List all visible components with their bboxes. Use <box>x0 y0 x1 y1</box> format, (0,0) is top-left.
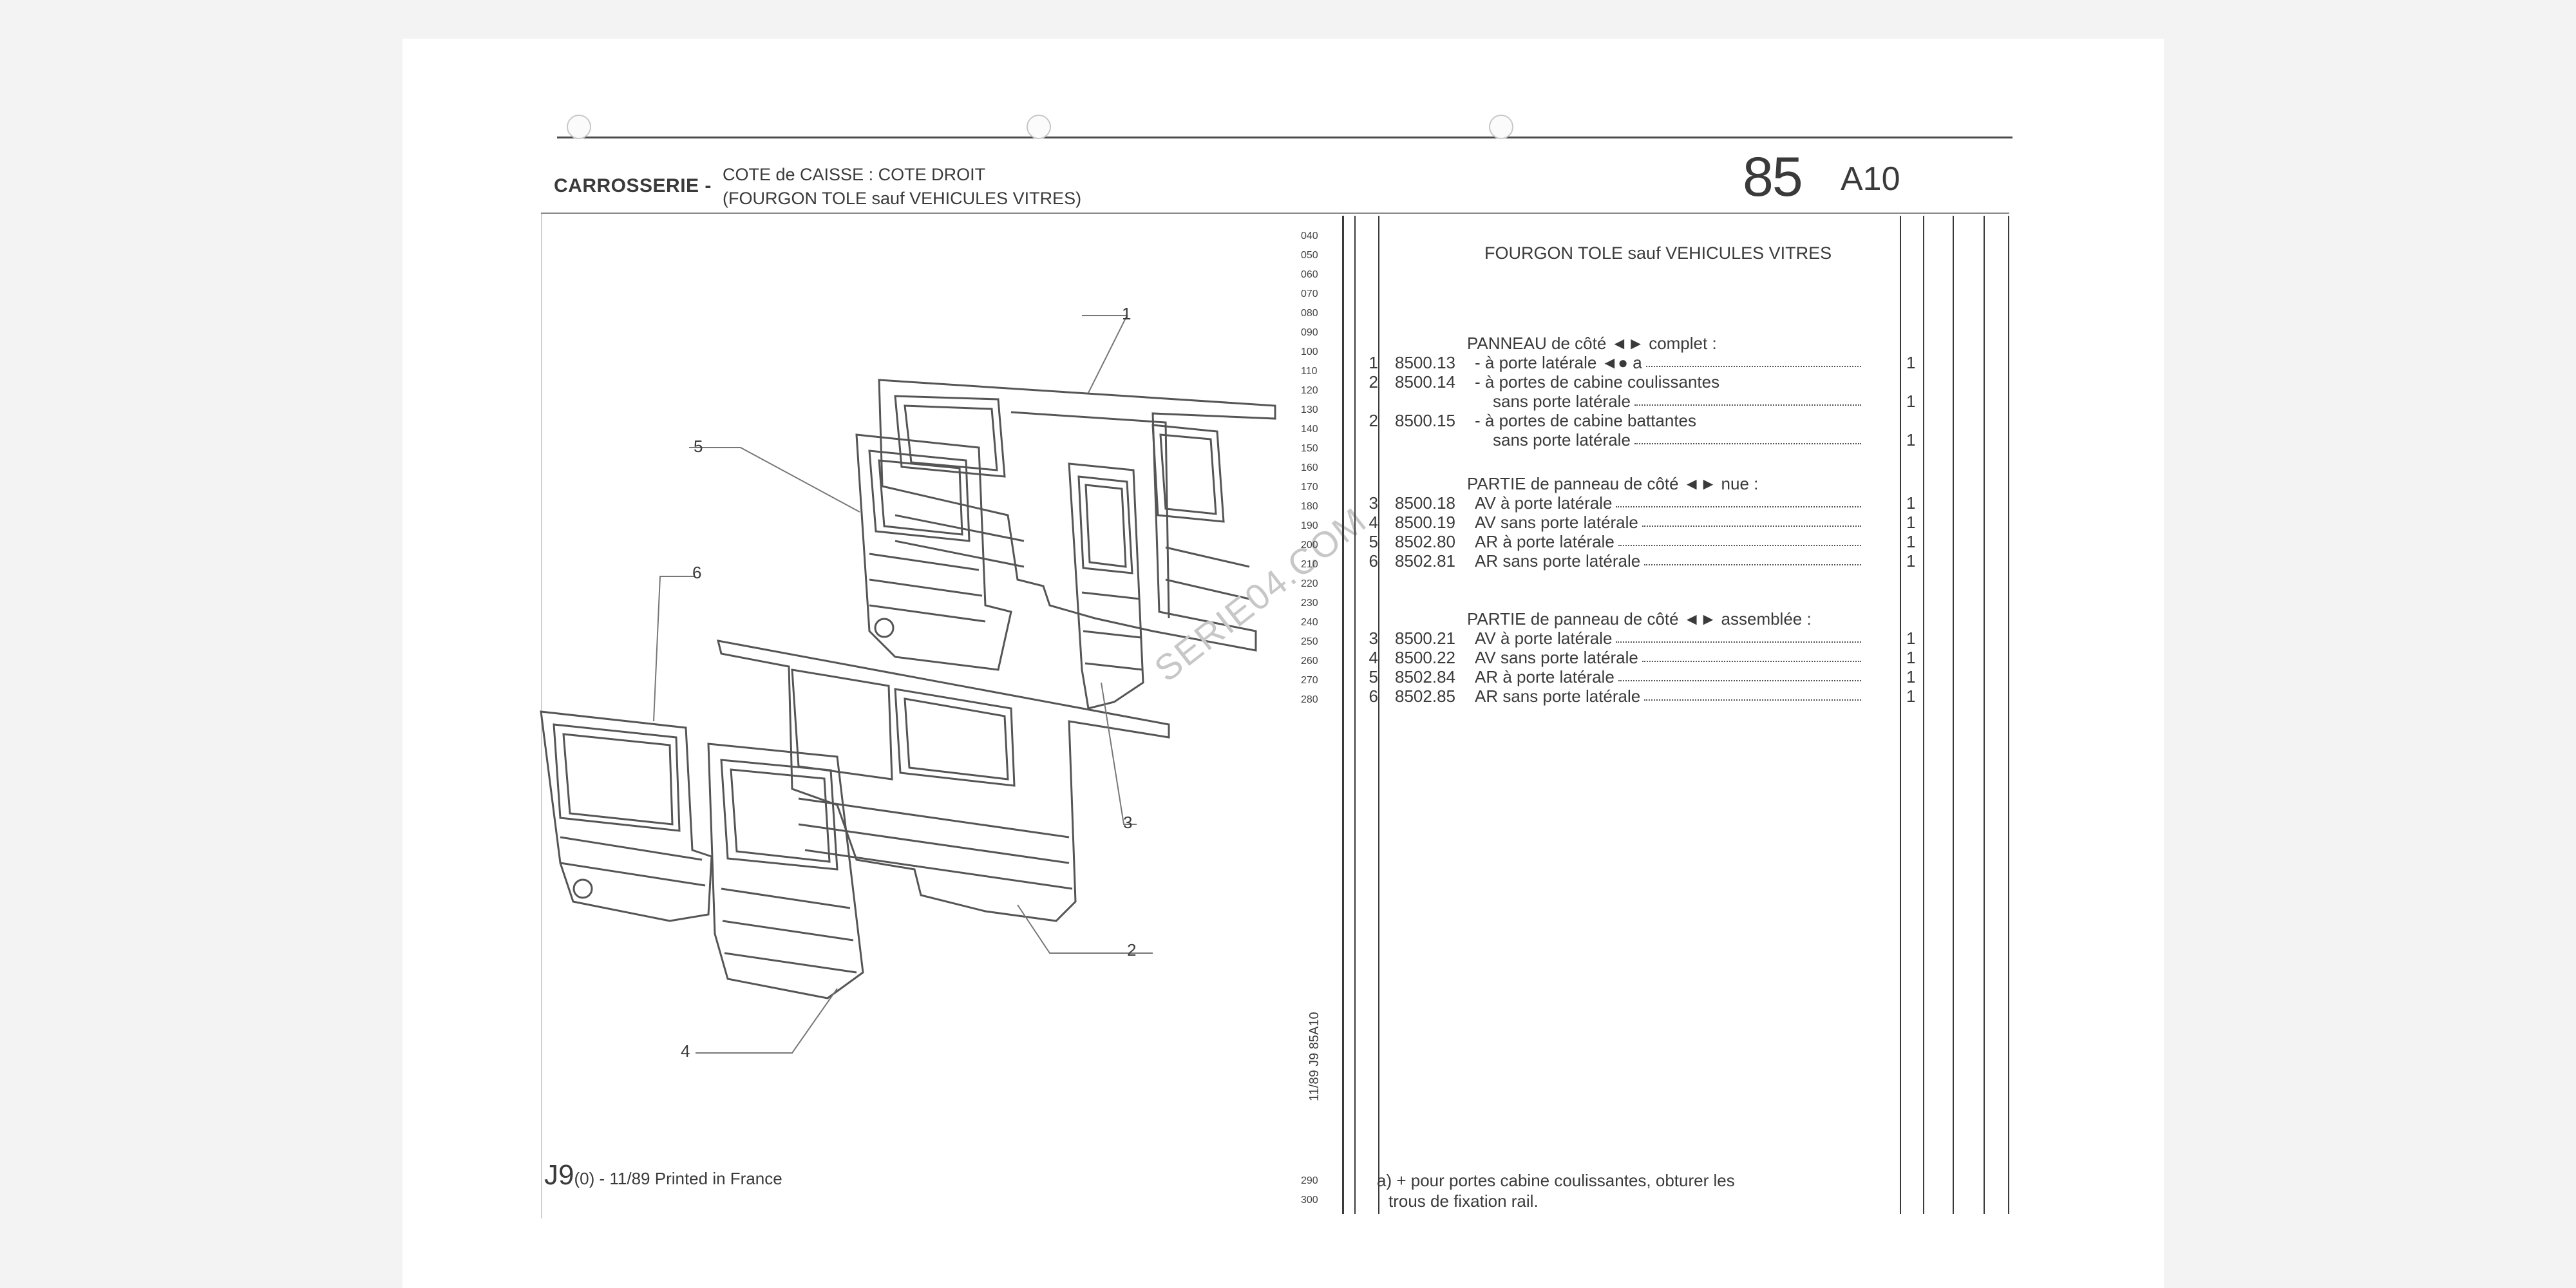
panel-upper-right <box>878 379 1276 652</box>
dot-leader <box>1634 404 1861 406</box>
line-number: 070 <box>1301 289 1318 299</box>
line-number: 110 <box>1301 366 1318 377</box>
table-line-6 <box>1953 216 1954 1214</box>
header-subtitle-1: COTE de CAISSE : COTE DROIT <box>723 165 986 184</box>
line-number: 240 <box>1301 617 1318 628</box>
table-line-8 <box>2008 216 2009 1214</box>
table-line-2 <box>1354 216 1356 1214</box>
line-number: 160 <box>1301 462 1318 473</box>
dot-leader <box>1616 641 1861 643</box>
table-line-5 <box>1923 216 1924 1214</box>
line-number: 100 <box>1301 346 1318 357</box>
line-number: 130 <box>1301 404 1318 415</box>
catalog-page <box>402 39 2164 1288</box>
line-number: 050 <box>1301 250 1318 261</box>
group-title: PARTIE de panneau de côté ◄► assemblée : <box>1467 609 1812 629</box>
footnote-line-1: a) + pour portes cabine coulissantes, ob… <box>1377 1171 1735 1190</box>
footer-suffix: (0) - 11/89 Printed in France <box>574 1169 782 1188</box>
line-number: 210 <box>1301 559 1318 570</box>
callout-4: 4 <box>681 1041 690 1061</box>
line-number: 260 <box>1301 656 1318 667</box>
footer-code: J9 <box>544 1159 574 1191</box>
line-number: 090 <box>1301 327 1318 338</box>
footnote-line-2: trous de fixation rail. <box>1388 1191 1539 1211</box>
line-number: 250 <box>1301 636 1318 647</box>
dot-leader <box>1644 564 1861 565</box>
header-subtitle-2: (FOURGON TOLE sauf VEHICULES VITRES) <box>723 189 1082 208</box>
callout-3: 3 <box>1123 813 1133 832</box>
dot-leader <box>1634 443 1861 444</box>
door-4 <box>707 743 864 999</box>
line-number: 220 <box>1301 578 1318 589</box>
dot-leader <box>1644 699 1861 701</box>
dot-leader <box>1618 545 1861 546</box>
callout-6: 6 <box>692 563 702 582</box>
line-number: 170 <box>1301 482 1318 493</box>
callout-1: 1 <box>1122 304 1132 323</box>
line-number: 120 <box>1301 385 1318 396</box>
group-title: PARTIE de panneau de côté ◄► nue : <box>1467 474 1759 493</box>
punch-hole-1 <box>567 115 591 139</box>
punch-hole-2 <box>1027 115 1051 139</box>
dot-leader <box>1618 680 1861 681</box>
line-number: 270 <box>1301 675 1318 686</box>
group-number: 85 <box>1743 146 1803 208</box>
line-number: 140 <box>1301 424 1318 435</box>
line-number: 080 <box>1301 308 1318 319</box>
line-number: 180 <box>1301 501 1318 512</box>
line-number: 200 <box>1301 540 1318 551</box>
sheet-code: A10 <box>1841 160 1900 198</box>
leader-lines <box>653 315 1153 1054</box>
line-number: 290 <box>1301 1175 1318 1186</box>
callout-5: 5 <box>694 437 703 456</box>
table-line-3 <box>1378 216 1379 1214</box>
line-number: 230 <box>1301 598 1318 609</box>
vertical-code: 11/89 J9 85A10 <box>1307 1012 1321 1101</box>
line-number: 280 <box>1301 694 1318 705</box>
top-rule <box>557 137 2012 138</box>
callout-2: 2 <box>1127 940 1137 960</box>
dot-leader <box>1642 661 1861 662</box>
header-category: CARROSSERIE - <box>554 175 712 196</box>
line-number: 300 <box>1301 1195 1318 1206</box>
dot-leader <box>1616 506 1861 507</box>
header-rule <box>541 213 2009 214</box>
line-number: 040 <box>1301 231 1318 242</box>
door-5 <box>855 433 1012 671</box>
door-6 <box>540 710 713 922</box>
table-title: FOURGON TOLE sauf VEHICULES VITRES <box>1484 243 1832 263</box>
line-number: 190 <box>1301 520 1318 531</box>
exploded-diagram <box>540 315 1276 1054</box>
table-line-4 <box>1900 216 1901 1214</box>
footer: J9(0) - 11/89 Printed in France <box>544 1159 782 1191</box>
punch-hole-3 <box>1489 115 1513 139</box>
dot-leader <box>1642 526 1861 527</box>
line-number: 060 <box>1301 269 1318 280</box>
door-3 <box>1068 462 1144 710</box>
dot-leader <box>1646 366 1861 367</box>
group-title: PANNEAU de côté ◄► complet : <box>1467 334 1717 353</box>
table-line-1 <box>1342 216 1344 1214</box>
table-line-7 <box>1984 216 1985 1214</box>
line-number: 150 <box>1301 443 1318 454</box>
